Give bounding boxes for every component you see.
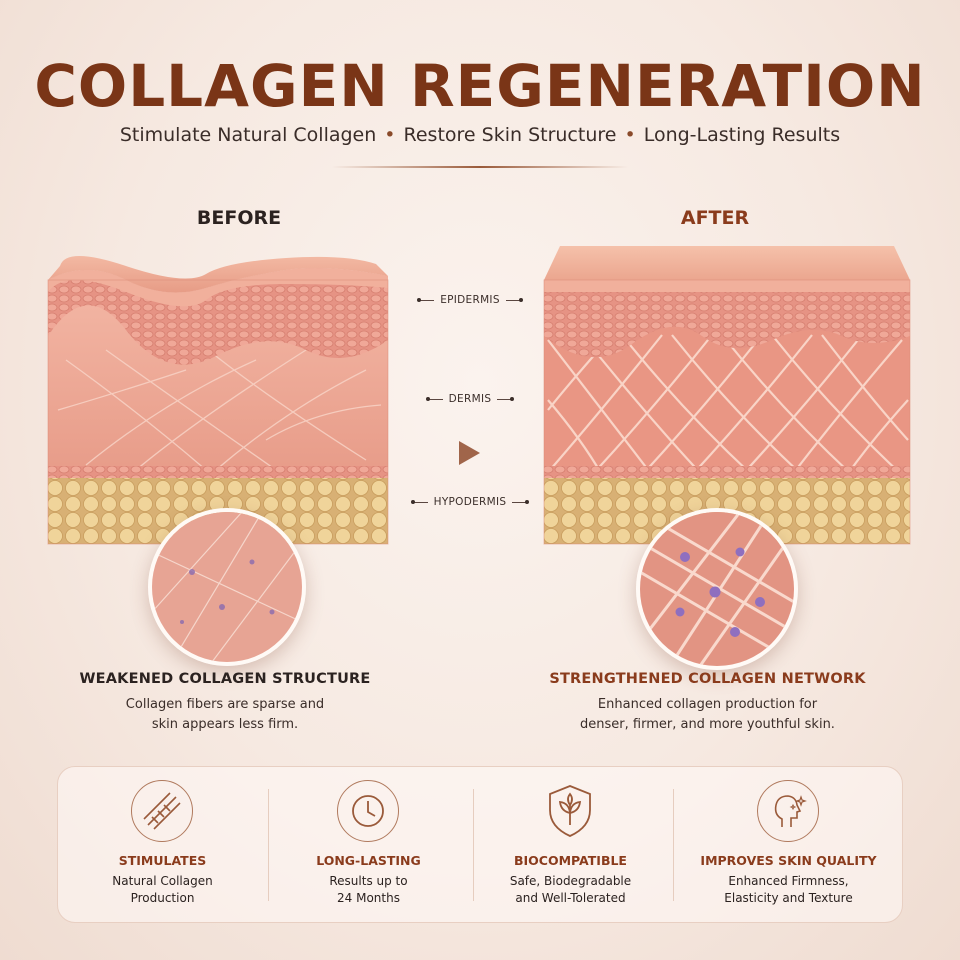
benefit-desc-line2: 24 Months	[337, 891, 400, 905]
after-skin-block	[542, 240, 912, 550]
clock-icon	[337, 780, 399, 842]
before-caption-line2: skin appears less firm.	[151, 717, 299, 732]
benefit-title: BIOCOMPATIBLE	[514, 853, 627, 868]
divider	[473, 789, 474, 901]
benefit-desc-line1: Natural Collagen	[112, 874, 213, 888]
after-heading: AFTER	[680, 207, 750, 229]
title-divider	[332, 166, 628, 168]
label-dermis: DERMIS	[400, 393, 540, 405]
dna-icon	[131, 780, 193, 842]
benefit-desc: Natural Collagen Production	[60, 873, 265, 907]
after-caption-line2: denser, firmer, and more youthful skin.	[580, 717, 835, 732]
benefit-desc-line1: Results up to	[329, 874, 408, 888]
before-skin-block	[46, 240, 392, 550]
label-hypodermis-text: HYPODERMIS	[433, 496, 507, 508]
after-caption-line1: Enhanced collagen production for	[597, 697, 818, 712]
subtitle-item-2: Restore Skin Structure	[403, 124, 617, 146]
benefit-desc-line2: Elasticity and Texture	[724, 891, 853, 905]
face-sparkle-icon	[757, 780, 819, 842]
bullet-dot: •	[624, 124, 636, 146]
after-zoom-circle	[636, 508, 798, 670]
benefit-desc: Enhanced Firmness, Elasticity and Textur…	[686, 873, 891, 907]
before-caption-line1: Collagen fibers are sparse and	[125, 697, 325, 712]
before-zoom-circle	[148, 508, 306, 666]
subtitle-item-1: Stimulate Natural Collagen	[119, 124, 377, 146]
shield-leaf-icon	[539, 780, 601, 842]
play-arrow-icon	[459, 441, 480, 465]
benefits-panel: STIMULATES Natural Collagen Production L…	[57, 766, 903, 923]
before-caption-title: WEAKENED COLLAGEN STRUCTURE	[79, 671, 371, 687]
label-hypodermis: HYPODERMIS	[400, 496, 540, 508]
benefit-long-lasting: LONG-LASTING Results up to 24 Months	[266, 767, 471, 924]
bullet-dot: •	[384, 124, 396, 146]
benefit-desc-line1: Enhanced Firmness,	[728, 874, 849, 888]
divider	[268, 789, 269, 901]
benefit-title: LONG-LASTING	[316, 853, 421, 868]
benefit-stimulates: STIMULATES Natural Collagen Production	[60, 767, 265, 924]
benefit-desc: Results up to 24 Months	[266, 873, 471, 907]
benefit-desc: Safe, Biodegradable and Well-Tolerated	[468, 873, 673, 907]
benefit-desc-line2: and Well-Tolerated	[515, 891, 626, 905]
benefit-title: IMPROVES SKIN QUALITY	[700, 853, 877, 868]
before-heading: BEFORE	[196, 207, 282, 229]
label-dermis-text: DERMIS	[448, 393, 492, 405]
subtitle: Stimulate Natural Collagen • Restore Skin …	[0, 124, 960, 146]
benefit-biocompatible: BIOCOMPATIBLE Safe, Biodegradable and We…	[468, 767, 673, 924]
after-caption-title: STRENGTHENED COLLAGEN NETWORK	[549, 671, 866, 687]
label-epidermis-text: EPIDERMIS	[440, 294, 500, 306]
benefit-desc-line1: Safe, Biodegradable	[509, 874, 632, 888]
page-title: COLLAGEN REGENERATION	[34, 52, 926, 120]
benefit-skin-quality: IMPROVES SKIN QUALITY Enhanced Firmness,…	[686, 767, 891, 924]
benefit-desc-line2: Production	[130, 891, 195, 905]
divider	[673, 789, 674, 901]
benefit-title: STIMULATES	[118, 853, 207, 868]
subtitle-item-3: Long-Lasting Results	[643, 124, 841, 146]
label-epidermis: EPIDERMIS	[400, 294, 540, 306]
